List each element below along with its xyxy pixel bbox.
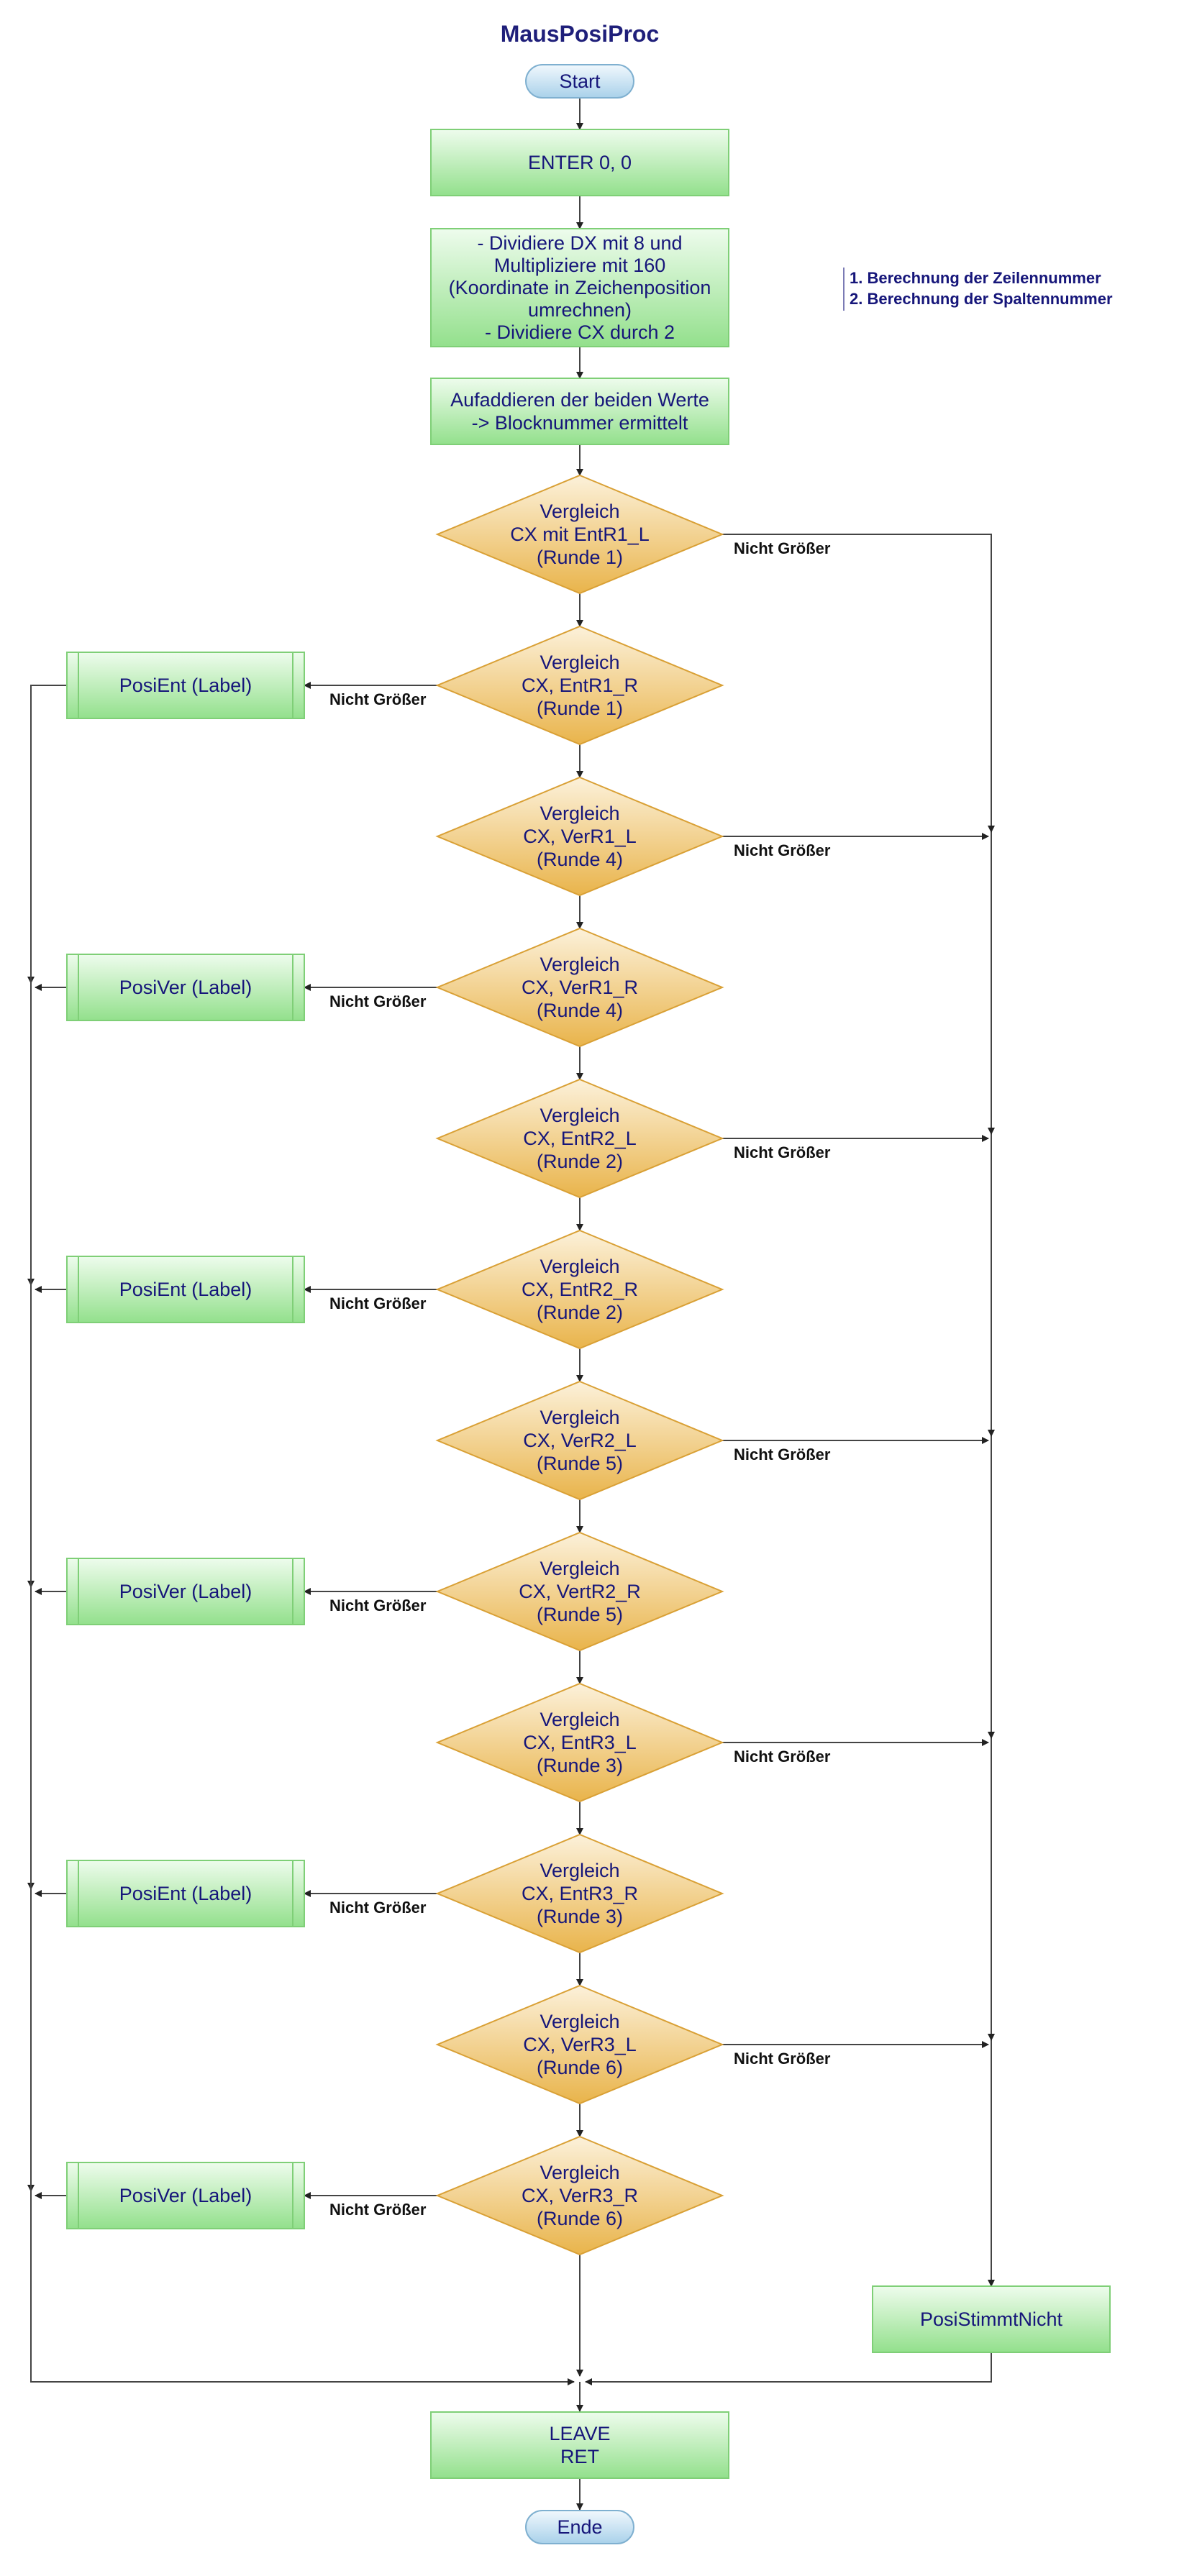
edge-left-trunk: [30, 685, 575, 2385]
diagram-title: MausPosiProc: [501, 21, 660, 47]
edge-posistimmtnicht-merge: [585, 2352, 992, 2385]
edge-label-left-12: Nicht Größer: [329, 2201, 427, 2219]
decision-6-shape: [435, 1229, 724, 1350]
edge-label-left-6: Nicht Größer: [329, 1294, 427, 1312]
add-step: Aufaddieren der beiden Werte-> Blocknumm…: [430, 378, 729, 445]
edge-label-right-7: Nicht Größer: [734, 1445, 831, 1463]
annotation-note: 1. Berechnung der Zeilennummer 2. Berech…: [843, 268, 1113, 311]
annotation-line-1: 1. Berechnung der Zeilennummer: [850, 269, 1101, 287]
edge-label-right-11: Nicht Größer: [734, 2050, 831, 2068]
annotation-line-2: 2. Berechnung der Spaltennummer: [850, 290, 1113, 308]
label-box-5: PosiEnt (Label): [66, 1860, 305, 1927]
label-box-2: PosiVer (Label): [66, 954, 305, 1021]
label-box-2-text: PosiVer (Label): [119, 977, 252, 998]
edge-label-right-1: Nicht Größer: [734, 539, 831, 557]
decision-2-shape: [435, 625, 724, 746]
end-terminal-shape: [525, 2510, 634, 2544]
label-box-6-text: PosiVer (Label): [119, 2185, 252, 2206]
edge-label-left-10: Nicht Größer: [329, 1899, 427, 1917]
start-terminal-text: Start: [559, 70, 601, 92]
label-box-5-shape: [66, 1860, 305, 1927]
label-box-4-text: PosiVer (Label): [119, 1581, 252, 1602]
label-box-3-text: PosiEnt (Label): [119, 1279, 252, 1300]
label-box-5-text: PosiEnt (Label): [119, 1883, 252, 1904]
label-box-1: PosiEnt (Label): [66, 652, 305, 719]
decision-11-shape: [435, 1984, 724, 2105]
decision-8-shape: [435, 1531, 724, 1652]
label-box-6-shape: [66, 2162, 305, 2229]
label-box-3: PosiEnt (Label): [66, 1256, 305, 1323]
edge-label-right-5: Nicht Größer: [734, 1143, 831, 1161]
enter-step-text: ENTER 0, 0: [528, 152, 632, 173]
label-box-4-shape: [66, 1558, 305, 1625]
edge-label-right-3: Nicht Größer: [734, 841, 831, 859]
decision-3-shape: [435, 776, 724, 897]
edge-label-left-8: Nicht Größer: [329, 1597, 427, 1614]
add-step-shape: [430, 378, 729, 445]
enter-step: ENTER 0, 0: [430, 129, 729, 196]
posi-stimmt-nicht: PosiStimmtNicht: [872, 2285, 1111, 2353]
label-box-1-text: PosiEnt (Label): [119, 675, 252, 696]
end-terminal: Ende: [525, 2510, 634, 2544]
decision-1-shape: [435, 474, 724, 595]
edge-right-trunk: [722, 534, 995, 2287]
add-step-text: Aufaddieren der beiden Werte-> Blocknumm…: [450, 389, 709, 434]
posi-stimmt-nicht-text: PosiStimmtNicht: [920, 2308, 1063, 2330]
label-box-1-shape: [66, 652, 305, 719]
end-terminal-text: Ende: [557, 2516, 602, 2538]
decision-5-shape: [435, 1078, 724, 1199]
edge-label-left-4: Nicht Größer: [329, 992, 427, 1010]
decision-7-shape: [435, 1380, 724, 1501]
label-box-3-shape: [66, 1256, 305, 1323]
decision-4-shape: [435, 927, 724, 1048]
start-terminal-shape: [525, 64, 634, 99]
decision-9-shape: [435, 1682, 724, 1803]
start-terminal: Start: [525, 64, 634, 99]
posi-stimmt-nicht-shape: [872, 2285, 1111, 2353]
edge-label-right-9: Nicht Größer: [734, 1748, 831, 1766]
leave-step-shape: [430, 2411, 729, 2479]
enter-step-shape: [430, 129, 729, 196]
edge-label-left-2: Nicht Größer: [329, 690, 427, 708]
decision-10-shape: [435, 1833, 724, 1954]
label-box-2-shape: [66, 954, 305, 1021]
decision-12-shape: [435, 2135, 724, 2256]
label-box-6: PosiVer (Label): [66, 2162, 305, 2229]
label-box-4: PosiVer (Label): [66, 1558, 305, 1625]
divide-step-shape: [430, 228, 729, 347]
